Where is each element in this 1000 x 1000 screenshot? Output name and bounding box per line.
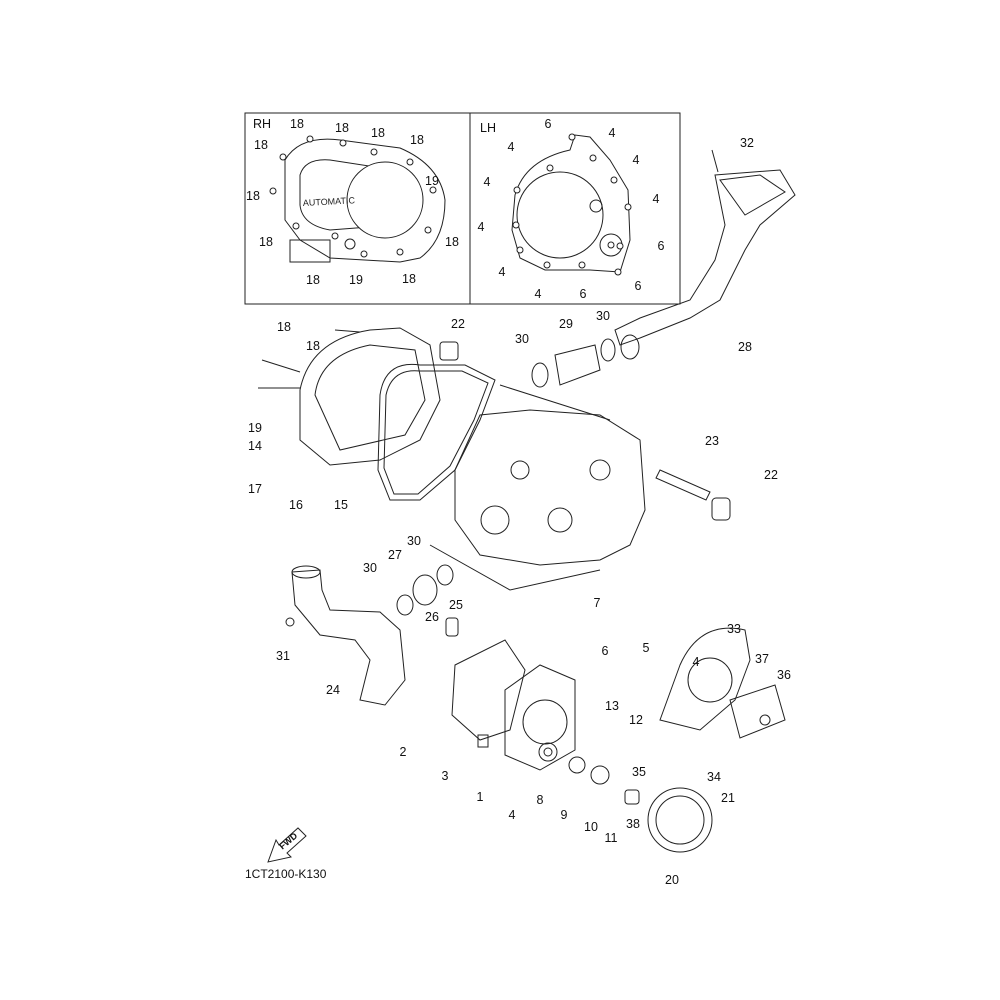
part-label[interactable]: 7 [593,595,601,610]
part-label[interactable]: 18 [306,338,320,353]
part-label[interactable]: 19 [425,173,439,188]
part-label[interactable]: 15 [334,497,348,512]
part-label[interactable]: 18 [371,125,385,140]
part-label[interactable]: 20 [665,872,679,887]
part-label[interactable]: 24 [326,682,340,697]
part-label[interactable]: 18 [445,234,459,249]
part-label[interactable]: 6 [657,238,665,253]
part-label[interactable]: 4 [498,264,506,279]
part-label[interactable]: 22 [451,316,465,331]
part-label[interactable]: 23 [705,433,719,448]
part-label[interactable]: 10 [584,819,598,834]
part-label[interactable]: 25 [449,597,463,612]
plate-36 [729,684,786,739]
part-label[interactable]: 37 [755,651,769,666]
part-label[interactable]: 1 [476,789,484,804]
part-label[interactable]: 18 [306,272,320,287]
air-duct-24 [285,565,406,706]
part-label[interactable]: 29 [559,316,573,331]
part-label[interactable]: 6 [579,286,587,301]
cover-1 [477,664,576,771]
part-label[interactable]: 30 [515,331,529,346]
part-label[interactable]: 4 [632,152,640,167]
part-label[interactable]: 28 [738,339,752,354]
lh-title: LH [480,120,496,135]
part-label[interactable]: 4 [692,654,700,669]
part-label[interactable]: 2 [399,744,407,759]
part-label[interactable]: 35 [632,764,646,779]
part-label[interactable]: 33 [727,621,741,636]
part-label[interactable]: 38 [626,816,640,831]
part-label[interactable]: 14 [248,438,262,453]
part-label[interactable]: 36 [777,667,791,682]
part-label[interactable]: 30 [596,308,610,323]
rh-title: RH [252,116,272,131]
part-label[interactable]: 30 [407,533,421,548]
part-label[interactable]: 4 [652,191,660,206]
guard-plate-33 [659,627,751,731]
part-label[interactable]: 5 [642,640,650,655]
lh-crankcase-cover [511,133,632,276]
bearings-seals [538,742,640,805]
part-label[interactable]: 19 [349,272,363,287]
part-label[interactable]: 18 [402,271,416,286]
part-label[interactable]: 4 [507,139,515,154]
part-label[interactable]: 26 [425,609,439,624]
cover-20 [647,787,713,853]
part-label[interactable]: 6 [601,643,609,658]
hose-29 [531,334,640,388]
air-duct-28 [614,149,796,346]
part-label[interactable]: 18 [254,137,268,152]
part-label[interactable]: 4 [483,174,491,189]
diagram-code: 1CT2100-K130 [245,867,327,881]
part-label[interactable]: 17 [248,481,262,496]
shaft-23 [439,341,731,521]
part-label[interactable]: 18 [335,120,349,135]
part-label[interactable]: 9 [560,807,568,822]
part-label[interactable]: 32 [740,135,754,150]
part-label[interactable]: 27 [388,547,402,562]
part-label[interactable]: 18 [410,132,424,147]
clamps-seal [396,564,459,637]
gasket-15 [377,363,496,501]
part-label[interactable]: 6 [544,116,552,131]
part-label[interactable]: 3 [441,768,449,783]
part-label[interactable]: 8 [536,792,544,807]
cover-gasket-2 [451,639,526,741]
part-label[interactable]: 31 [276,648,290,663]
part-label[interactable]: 30 [363,560,377,575]
inset-frame [244,112,681,305]
part-label[interactable]: 18 [290,116,304,131]
part-label[interactable]: 4 [508,807,516,822]
crankcase-cover-14 [258,327,441,466]
part-label[interactable]: 13 [605,698,619,713]
part-label[interactable]: 21 [721,790,735,805]
cover-automatic-lettering: AUTOMATIC [303,195,356,208]
part-label[interactable]: 16 [289,497,303,512]
part-label[interactable]: 4 [477,219,485,234]
part-label[interactable]: 18 [246,188,260,203]
part-label[interactable]: 18 [277,319,291,334]
part-label[interactable]: 19 [248,420,262,435]
part-label[interactable]: 22 [764,467,778,482]
part-label[interactable]: 11 [604,830,618,845]
part-label[interactable]: 6 [634,278,642,293]
part-label[interactable]: 4 [608,125,616,140]
part-label[interactable]: 34 [707,769,721,784]
part-label[interactable]: 18 [259,234,273,249]
fwd-arrow-icon [267,827,307,863]
crankcase [429,384,646,591]
part-label[interactable]: 4 [534,286,542,301]
rh-crankcase-cover: AUTOMATIC [269,135,446,263]
part-label[interactable]: 12 [629,712,643,727]
